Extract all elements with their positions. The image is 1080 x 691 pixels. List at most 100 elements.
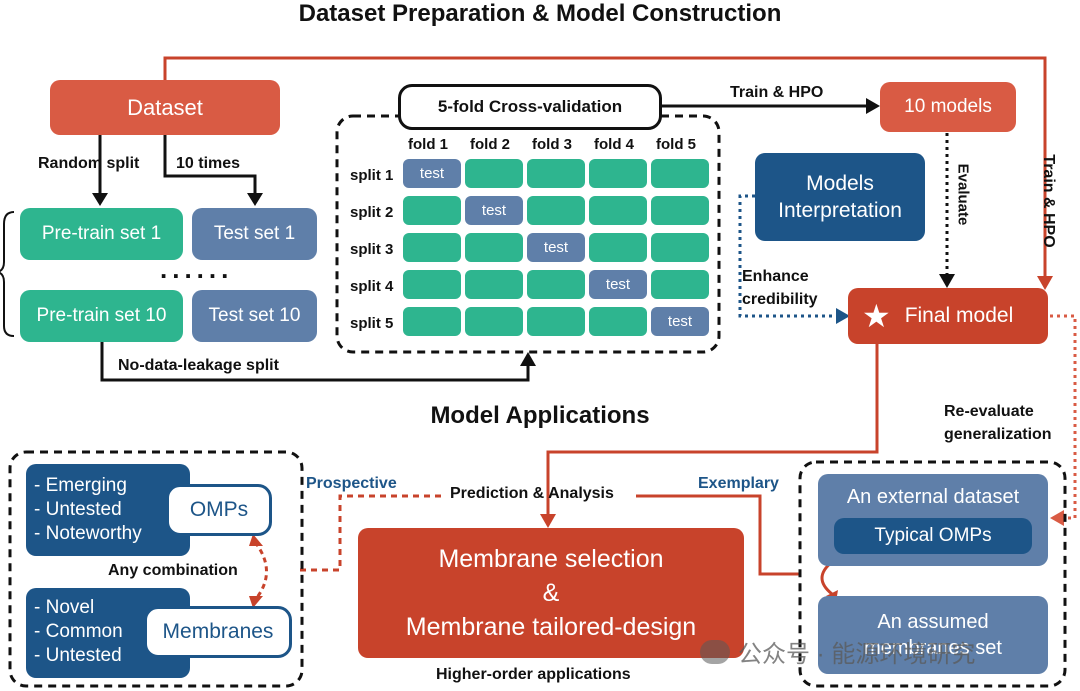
membranes-item: - Untested (34, 645, 122, 666)
final-model-label: Final model (904, 304, 1014, 327)
any-combination-arrow (253, 541, 268, 601)
cv-cell (403, 307, 461, 336)
cv-cell (651, 196, 709, 225)
evaluate-label: Evaluate (954, 163, 972, 226)
reevaluate-label-2: generalization (944, 426, 1052, 443)
ten-times-label: 10 times (176, 155, 241, 172)
reevaluate-label-1: Re-evaluate (944, 403, 1034, 420)
fold-header: fold 2 (470, 136, 510, 153)
cv-cell (527, 270, 585, 299)
cv-cell (527, 159, 585, 188)
top-title: Dataset Preparation & Model Construction (298, 0, 782, 27)
cv-grid: test test test test test (403, 159, 713, 339)
cv-cell (403, 270, 461, 299)
enhance-line (738, 194, 840, 318)
cv-cell (465, 159, 523, 188)
watermark: 公众号 · 能源环境研究 (700, 634, 975, 669)
cross-validation-box: 5-fold Cross-validation (398, 84, 662, 130)
train-hpo-label: Train & HPO (730, 84, 824, 101)
pretrain-set-10: Pre-train set 10 (20, 290, 183, 342)
cv-cell (651, 270, 709, 299)
prospective-label: Prospective (306, 475, 397, 492)
typical-omps-box: Typical OMPs (834, 518, 1032, 554)
cv-cell-test: test (527, 233, 585, 262)
external-dataset-panel: An external dataset Typical OMPs (818, 474, 1048, 566)
split-label: split 3 (350, 241, 394, 258)
cv-cell-test: test (651, 307, 709, 336)
train-hpo-arrowhead (1037, 276, 1053, 290)
cv-cell (651, 159, 709, 188)
membranes-item: - Novel (34, 597, 95, 618)
external-assumed-arrow (820, 560, 833, 596)
cv-cell (589, 196, 647, 225)
fold-header: fold 4 (594, 136, 634, 153)
pretrain-set-1: Pre-train set 1 (20, 208, 183, 260)
final-model-box: ★ Final model (848, 288, 1048, 344)
split-label: split 5 (350, 315, 394, 332)
omps-item: - Emerging (34, 475, 127, 496)
membrane-selection-line3: Membrane tailored-design (405, 613, 697, 641)
models-interpretation-line1: Models (806, 172, 874, 195)
split-label: split 2 (350, 204, 394, 221)
fold-header: fold 5 (656, 136, 696, 153)
cv-cell (403, 196, 461, 225)
cv-cell (465, 233, 523, 262)
omps-item: - Untested (34, 499, 122, 520)
test-set-1: Test set 1 (192, 208, 317, 260)
cv-cell (465, 307, 523, 336)
membranes-item: - Common (34, 621, 123, 642)
ellipsis: ...... (160, 254, 234, 284)
enhance-label-2: credibility (742, 291, 818, 308)
exemplary-label: Exemplary (698, 475, 779, 492)
split-label: split 4 (350, 278, 394, 295)
dataset-box: Dataset (50, 80, 280, 135)
train-hpo-vertical-label: Train & HPO (1040, 154, 1057, 248)
assumed-line2: membranes set (864, 637, 1002, 659)
fold-header: fold 1 (408, 136, 448, 153)
membrane-selection-line2: & (542, 579, 560, 607)
cv-cell (651, 233, 709, 262)
fold-header: fold 3 (532, 136, 572, 153)
cv-cell (527, 307, 585, 336)
applications-left-frame (8, 450, 304, 688)
enhance-label-1: Enhance (742, 268, 809, 285)
omps-panel: - Emerging - Untested - Noteworthy (26, 464, 190, 556)
higher-order-label: Higher-order applications (436, 666, 631, 683)
cv-cell (527, 196, 585, 225)
omps-box: OMPs (166, 484, 272, 536)
membrane-selection-box: Membrane selection & Membrane tailored-d… (358, 528, 744, 658)
membrane-selection-line1: Membrane selection (438, 545, 664, 573)
ten-models-box: 10 models (880, 82, 1016, 132)
assumed-membranes-box: An assumed membranes set (818, 596, 1048, 674)
cv-cell (589, 233, 647, 262)
wechat-icon (700, 639, 730, 664)
prospective-line (300, 494, 446, 572)
omps-item: - Noteworthy (34, 523, 142, 544)
prediction-label: Prediction & Analysis (450, 485, 614, 502)
cv-cell-test: test (465, 196, 523, 225)
train-hpo-line (163, 56, 1047, 280)
membranes-box: Membranes (144, 606, 292, 658)
assumed-line1: An assumed (877, 611, 989, 633)
ten-times-line (163, 135, 257, 198)
cv-cell (589, 159, 647, 188)
models-interpretation-box: Models Interpretation (755, 153, 925, 241)
prediction-line (546, 343, 879, 518)
star-icon: ★ (862, 298, 891, 334)
models-interpretation-line2: Interpretation (778, 199, 902, 222)
no-leakage-label: No-data-leakage split (118, 357, 279, 374)
cv-cell (403, 233, 461, 262)
applications-title: Model Applications (430, 402, 650, 429)
exemplary-line (636, 494, 800, 576)
test-set-10: Test set 10 (192, 290, 317, 342)
cv-cell-test: test (589, 270, 647, 299)
random-split-label: Random split (38, 155, 140, 172)
applications-right-frame (798, 460, 1067, 688)
split-brace (0, 211, 15, 337)
reevaluate-line (1050, 314, 1077, 520)
watermark-text: 公众号 · 能源环境研究 (738, 641, 976, 668)
external-dataset-label: An external dataset (846, 486, 1020, 508)
any-combination-label: Any combination (108, 562, 238, 579)
split-label: split 1 (350, 167, 394, 184)
cv-cell-test: test (403, 159, 461, 188)
